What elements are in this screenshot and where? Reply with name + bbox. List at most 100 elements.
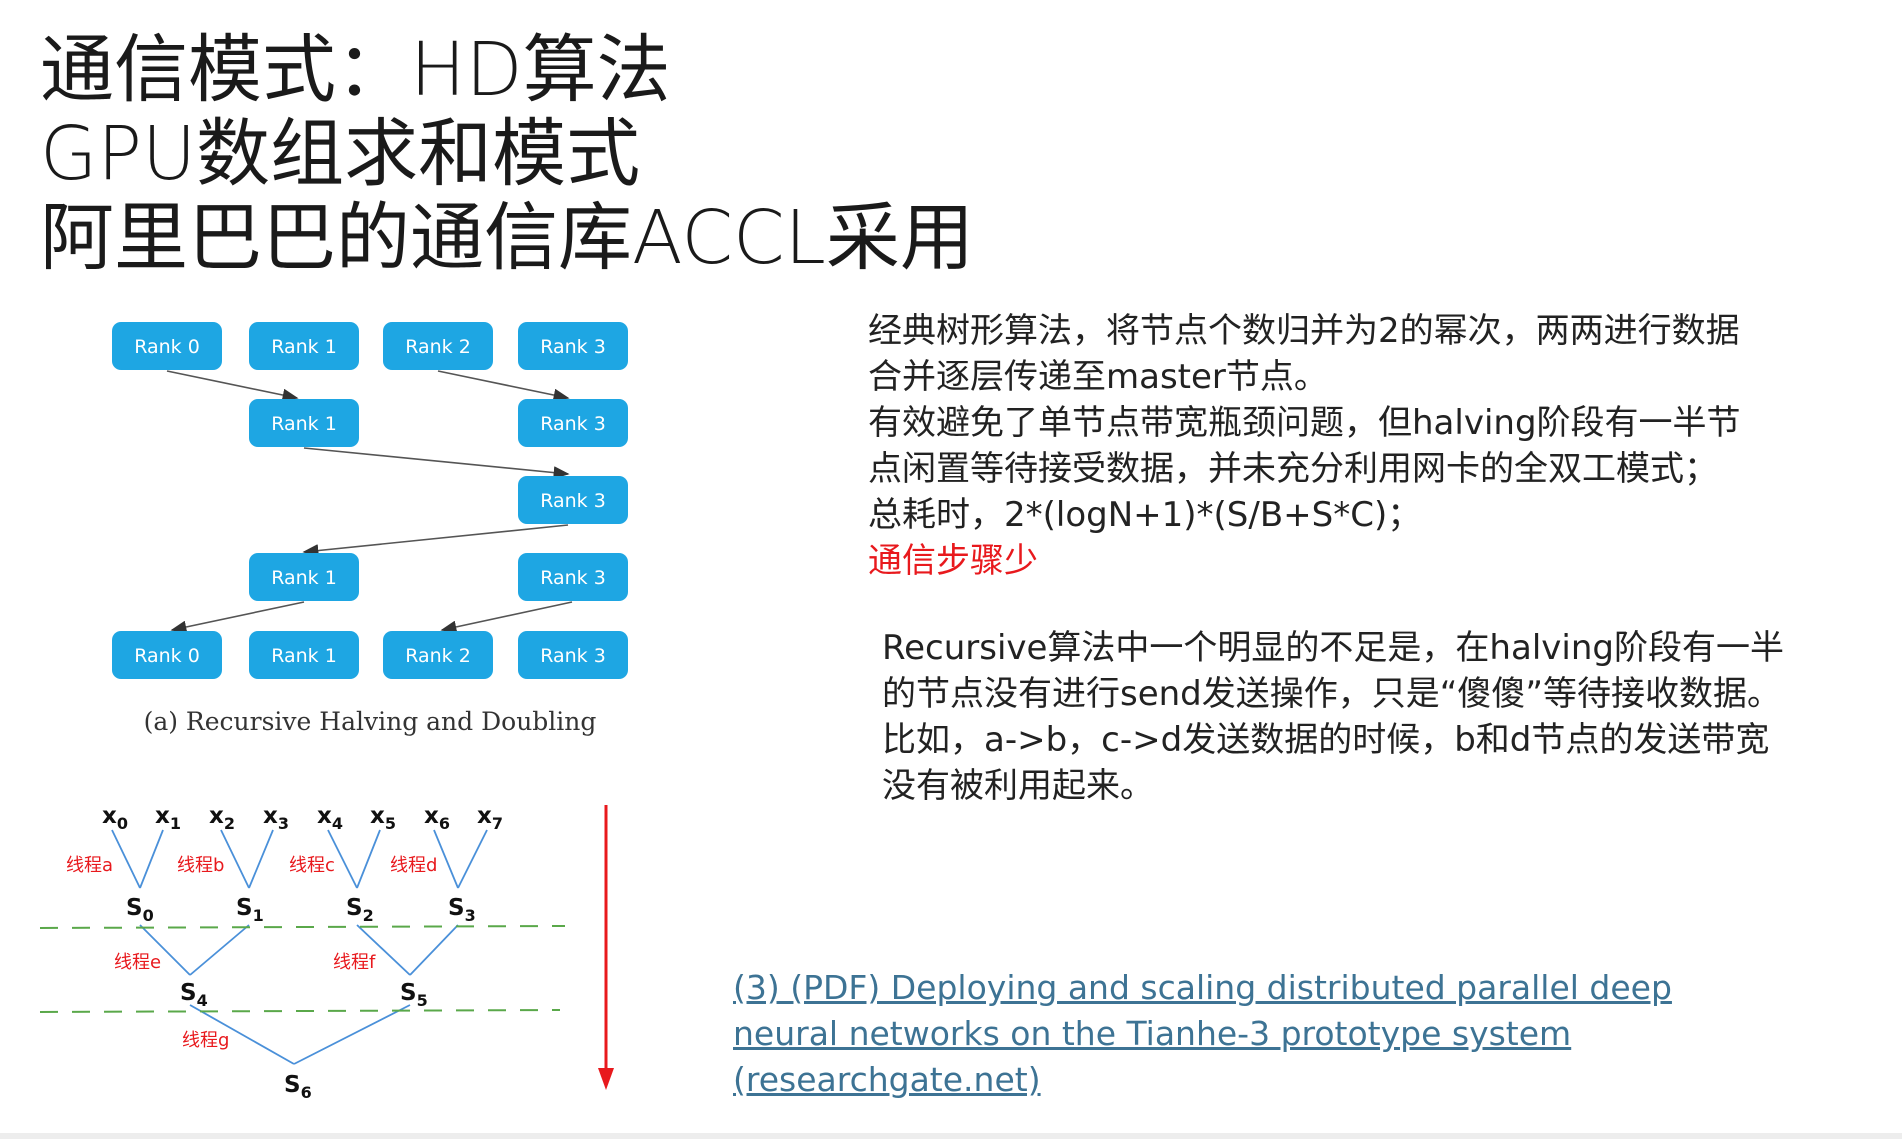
tree-edge [356, 924, 411, 976]
time-arrow [598, 805, 614, 1090]
tree-edge [457, 829, 488, 889]
thread-c: 线程c [289, 855, 335, 876]
rank-box [383, 631, 493, 679]
input-x2: x2 [209, 803, 235, 833]
note-line: Recursive算法中一个明显的不足是，在halving阶段有一半 [882, 628, 1784, 668]
input-x3: x3 [263, 803, 289, 833]
tree-lines [111, 829, 488, 1065]
rank-box [383, 322, 493, 370]
reference-link-line[interactable]: (3) (PDF) Deploying and scaling distribu… [733, 968, 1672, 1007]
tree-edge [248, 829, 274, 889]
tree-edge [409, 924, 459, 976]
tree-edge [293, 1004, 411, 1065]
arrow-rank2-rank3 [437, 370, 570, 402]
description-line: 合并逐层传递至master节点。 [868, 357, 1328, 397]
reference-link-line[interactable]: neural networks on the Tianhe-3 prototyp… [733, 1014, 1572, 1053]
rank-box [112, 631, 222, 679]
thread-a: 线程a [66, 855, 113, 876]
sum-labels: S0 S1 S2 S3 S4 S5 S6 [126, 895, 476, 1102]
thread-b: 线程b [177, 855, 224, 876]
tree-edge [189, 1004, 295, 1065]
rank-label: Rank 1 [271, 413, 337, 435]
arrow-rank3-rank2 [440, 601, 573, 634]
description-line: 总耗时，2*(logN+1)*(S/B+S*C)； [868, 495, 1422, 535]
tree-edge [139, 924, 191, 976]
note-line: 没有被利用起来。 [882, 766, 1154, 806]
title-line-2: GPU数组求和模式 [40, 111, 641, 197]
thread-f: 线程f [333, 952, 376, 973]
reference-link[interactable]: (3) (PDF) Deploying and scaling distribu… [733, 965, 1672, 1103]
bottom-bar [0, 1133, 1902, 1139]
rank-label: Rank 0 [134, 645, 200, 667]
rank-label: Rank 0 [134, 336, 200, 358]
rank-label: Rank 3 [540, 413, 606, 435]
description-highlight: 通信步骤少 [868, 541, 1038, 581]
rank-label: Rank 1 [271, 567, 337, 589]
level-dividers [39, 925, 566, 1013]
sum-s3: S3 [448, 895, 476, 925]
rank-row-0: Rank 0 Rank 1 Rank 2 Rank 3 [112, 322, 628, 370]
sum-s1: S1 [236, 895, 264, 925]
rank-row-2: Rank 3 [518, 476, 628, 524]
title-line-3: 阿里巴巴的通信库ACCL采用 [40, 195, 974, 281]
input-x4: x4 [317, 803, 343, 833]
rank-box [112, 322, 222, 370]
level-divider [39, 925, 566, 929]
tree-edge [327, 829, 358, 889]
sum-s2: S2 [346, 895, 374, 925]
sum-s4: S4 [180, 980, 208, 1010]
rank-arrows [166, 370, 573, 634]
arrow-rank3-rank1 [302, 524, 569, 557]
thread-d: 线程d [390, 855, 437, 876]
time-arrow-head [598, 1068, 614, 1090]
rank-label: Rank 3 [540, 336, 606, 358]
reduction-tree: x0 x1 x2 x3 x4 x5 x6 x7 线程a 线程b 线程c 线程d … [39, 803, 566, 1102]
tree-edge [356, 829, 381, 889]
arrow-rank0-rank1 [166, 370, 299, 402]
input-x1: x1 [155, 803, 181, 833]
note-line: 比如，a->b，c->d发送数据的时候，b和d节点的发送带宽 [882, 720, 1770, 760]
description-line: 有效避免了单节点带宽瓶颈问题，但halving阶段有一半节 [868, 403, 1741, 443]
rank-box [249, 553, 359, 601]
rank-label: Rank 1 [271, 336, 337, 358]
arrow-rank1-rank0 [170, 601, 305, 634]
level-divider [39, 1009, 561, 1013]
description-line: 经典树形算法，将节点个数归并为2的幂次，两两进行数据 [868, 311, 1740, 351]
note-line: 的节点没有进行send发送操作，只是“傻傻”等待接收数据。 [882, 674, 1781, 714]
arrow-rank1-rank3 [303, 447, 570, 479]
sum-s6: S6 [284, 1072, 312, 1102]
thread-labels: 线程a 线程b 线程c 线程d 线程e 线程f 线程g [66, 855, 437, 1051]
rank-label: Rank 2 [405, 336, 471, 358]
rank-row-3: Rank 1 Rank 3 [249, 553, 628, 601]
rank-box [518, 399, 628, 447]
rank-label: Rank 3 [540, 645, 606, 667]
rank-label: Rank 1 [271, 645, 337, 667]
diagram-a-caption: (a) Recursive Halving and Doubling [144, 707, 597, 736]
tree-edge [220, 829, 250, 889]
rank-box [518, 476, 628, 524]
tree-edge [111, 829, 141, 889]
input-x6: x6 [424, 803, 450, 833]
sum-s5: S5 [400, 980, 428, 1010]
thread-e: 线程e [114, 952, 161, 973]
description-line: 点闲置等待接受数据，并未充分利用网卡的全双工模式； [868, 449, 1718, 489]
rank-label: Rank 2 [405, 645, 471, 667]
input-x0: x0 [102, 803, 128, 833]
rank-box [518, 553, 628, 601]
thread-g: 线程g [182, 1030, 229, 1051]
title-line-1: 通信模式：HD算法 [40, 27, 671, 113]
input-x7: x7 [477, 803, 503, 833]
rank-box [249, 631, 359, 679]
algorithm-description: 经典树形算法，将节点个数归并为2的幂次，两两进行数据 合并逐层传递至master… [868, 308, 1868, 584]
sum-s0: S0 [126, 895, 154, 925]
input-x5: x5 [370, 803, 396, 833]
rank-box [518, 322, 628, 370]
rank-label: Rank 3 [540, 567, 606, 589]
rank-box [249, 399, 359, 447]
tree-edge [433, 829, 459, 889]
reference-link-line[interactable]: (researchgate.net) [733, 1060, 1041, 1099]
tree-edge [139, 829, 164, 889]
slide-title: 通信模式：HD算法 GPU数组求和模式 阿里巴巴的通信库ACCL采用 [40, 28, 974, 280]
rank-row-4: Rank 0 Rank 1 Rank 2 Rank 3 [112, 631, 628, 679]
